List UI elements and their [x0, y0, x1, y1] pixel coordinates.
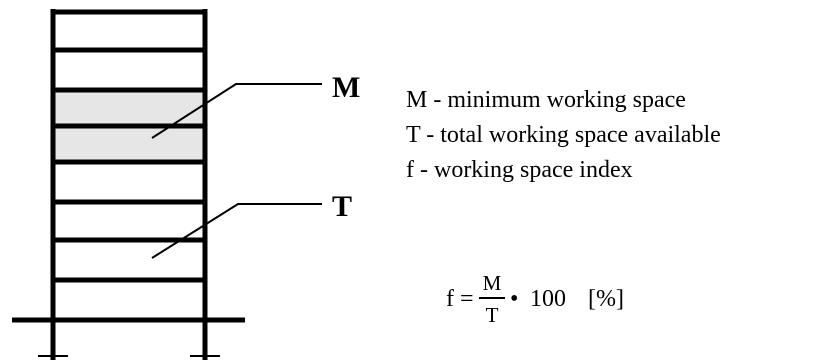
- legend-item-f: f - working space index: [406, 157, 633, 183]
- legend-item-m: M - minimum working space: [406, 87, 686, 113]
- formula-operator: •: [510, 286, 518, 312]
- formula-unit: [%]: [588, 286, 624, 312]
- formula-factor: 100: [530, 286, 566, 312]
- formula-denominator: T: [486, 303, 499, 327]
- formula-lhs: f =: [446, 286, 474, 312]
- t-leader: [151, 203, 322, 259]
- building-frame: [12, 9, 245, 360]
- t-callout-label: T: [332, 190, 352, 223]
- legend-item-t: T - total working space available: [406, 122, 721, 148]
- m-leader: [151, 83, 322, 139]
- m-callout-label: M: [332, 71, 360, 104]
- formula-numerator: M: [483, 271, 502, 295]
- legend: M - minimum working space T - total work…: [406, 87, 721, 183]
- formula: f = M T • 100 [%]: [446, 271, 624, 327]
